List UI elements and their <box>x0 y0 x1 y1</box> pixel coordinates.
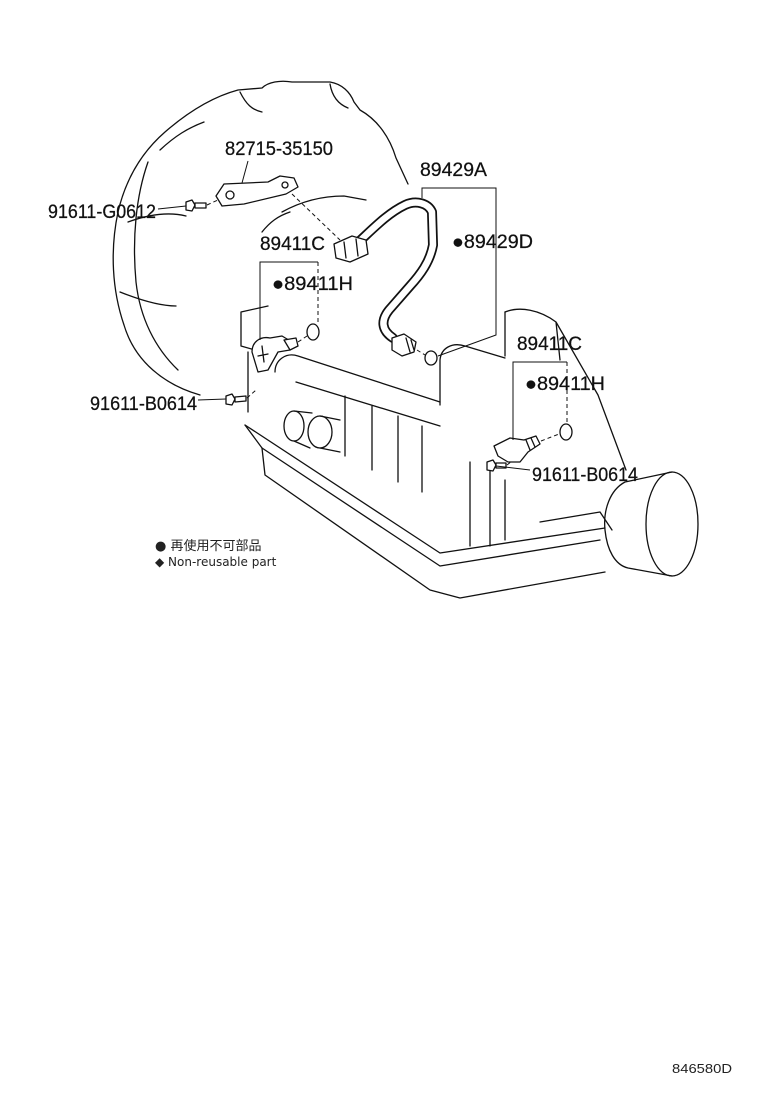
leader-bolt-b0614-right <box>495 465 531 471</box>
label-89411c-right: 89411C <box>517 334 582 355</box>
intake-port-2 <box>307 415 333 449</box>
label-82715-35150: 82715-35150 <box>225 139 333 160</box>
bolt-g0612-head <box>185 199 196 212</box>
label-89411c-left: 89411C <box>260 234 325 255</box>
harness-sensor-gasket <box>424 350 438 366</box>
label-89411h-right: ●89411H <box>525 374 605 395</box>
engine-top-line <box>261 195 367 233</box>
oil-filter-body <box>604 471 673 577</box>
oring-left <box>306 323 320 341</box>
harness-tube-inner <box>348 199 437 342</box>
oil-pan-flange <box>244 424 606 554</box>
label-91611-b0614-right: 91611-B0614 <box>532 465 638 486</box>
speed-sensor-right <box>493 423 573 463</box>
label-91611-b0614-left: 91611-B0614 <box>90 394 197 415</box>
label-89411h-left: ●89411H <box>272 274 353 295</box>
legend: ● 再使用不可部品 ◆ Non-reusable part <box>155 538 277 569</box>
bolt-g0612-shaft <box>194 202 207 209</box>
sensor-left-to-oring-dashed <box>297 335 308 343</box>
bolt-b0614-left <box>225 389 257 406</box>
legend-note-english: ◆ Non-reusable part <box>155 555 277 569</box>
oring-right <box>559 423 573 441</box>
callout-leaders <box>157 160 568 471</box>
speed-sensor-right-body <box>493 435 541 463</box>
transmission-engine-drawing <box>112 80 699 599</box>
bolt-b0614-left-shaft <box>234 395 247 403</box>
oil-filter-face <box>645 471 699 577</box>
transmission-housing-rib <box>159 83 349 151</box>
bracket-89429a <box>421 187 497 357</box>
speed-sensor-left <box>251 323 320 373</box>
figure-id: 846580D <box>672 1061 732 1076</box>
transmission-housing-outline <box>112 80 409 396</box>
engine-block-right-face <box>469 461 613 547</box>
harness-connector-detail <box>343 238 359 259</box>
speed-sensor-left-detail <box>257 345 269 363</box>
transmission-housing-inner-curve <box>133 161 179 371</box>
intake-port-1 <box>283 410 305 442</box>
wire-harness-89429a <box>333 197 438 343</box>
label-89429d: ●89429D <box>452 232 533 253</box>
sensor-bracket-body <box>215 175 299 207</box>
callout-labels: 82715-35150 91611-G0612 89429A ●89429D 8… <box>48 139 639 486</box>
bolt-g0612-dashed-leader <box>206 199 219 206</box>
sensor-bracket-hole <box>225 190 235 200</box>
label-89429a: 89429A <box>420 160 487 181</box>
label-91611-g0612: 91611-G0612 <box>48 202 156 223</box>
speed-sensor-left-tip <box>283 337 299 351</box>
harness-sensor-thread <box>405 337 415 353</box>
bolt-b0614-left-head <box>225 393 236 406</box>
legend-note-japanese: ● 再使用不可部品 <box>155 538 261 554</box>
oil-pan-outer <box>244 424 606 599</box>
sensor-right-to-oring-dashed <box>540 433 560 442</box>
engine-block-left-box <box>240 305 269 413</box>
intake-port-tubes <box>293 410 341 453</box>
oil-pan-inner <box>261 447 601 567</box>
bolt-b0614-right-dashed-leader <box>506 460 513 466</box>
bolt-b0614-left-dashed-leader <box>246 389 257 399</box>
speed-sensor-right-detail <box>525 437 536 451</box>
harness-connector <box>333 235 369 263</box>
leader-bolt-g0612 <box>157 205 187 210</box>
bolt-b0614-right-head <box>486 459 497 472</box>
sensor-bracket-82715 <box>215 175 341 241</box>
sensor-bracket-clip <box>281 181 289 189</box>
speed-sensor-left-body <box>251 335 293 373</box>
engine-block-face-top <box>274 354 441 427</box>
engine-block-right-side <box>504 308 627 471</box>
engine-block-right-top <box>439 311 506 406</box>
harness-sensor-89429d <box>391 333 438 366</box>
transmission-housing-flange <box>119 213 187 307</box>
leader-bolt-b0614-left <box>197 398 227 401</box>
harness-sensor-dashed-leader <box>416 349 426 356</box>
engine-block-ribs <box>344 395 423 493</box>
leader-sensor-bracket <box>241 160 249 184</box>
bracket-89411c-right <box>512 361 567 440</box>
bolt-g0612 <box>185 199 219 212</box>
bracket-89411c-left <box>259 261 318 340</box>
